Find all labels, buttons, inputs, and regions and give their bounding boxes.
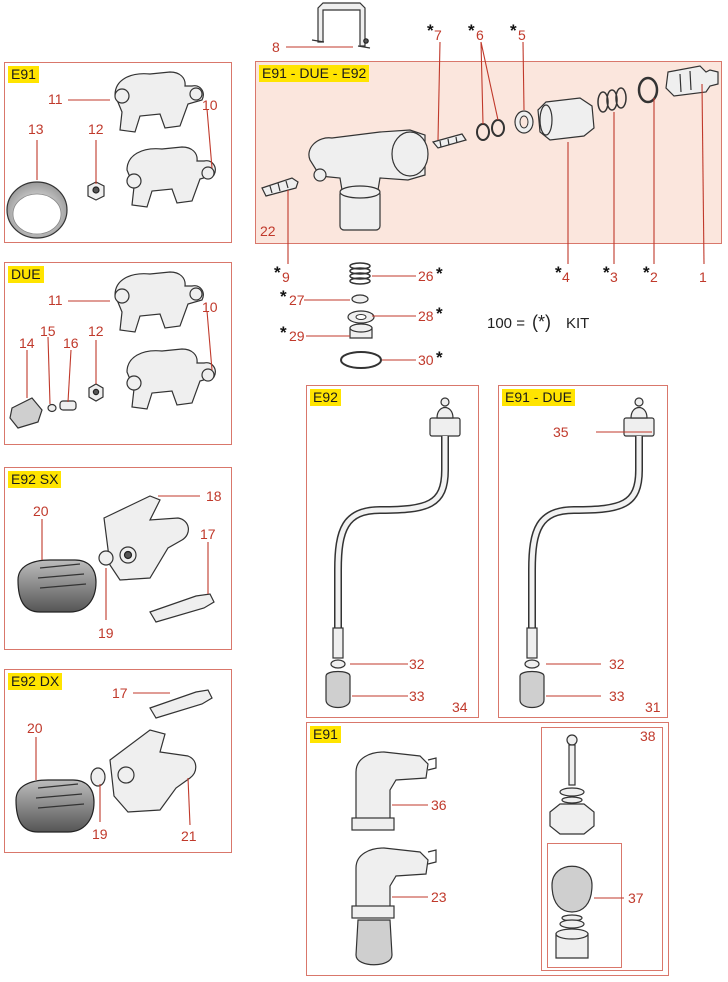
part-number-20: 20 <box>27 720 43 736</box>
group-head-part <box>126 348 216 410</box>
kit-star: * <box>280 287 287 306</box>
part-number-8: 8 <box>272 39 280 55</box>
group-head-part <box>114 271 204 333</box>
part-number-19: 19 <box>92 826 108 842</box>
kit-star: * <box>468 21 475 40</box>
panel-tag: E91 - DUE - E92 <box>259 65 370 82</box>
part-number-3: 3 <box>610 269 618 285</box>
valve-body-part <box>308 129 429 231</box>
part-number-26: 26 <box>418 268 434 284</box>
panel-tag: E92 DX <box>8 673 63 690</box>
part-number-37: 37 <box>628 890 644 906</box>
part-number-14: 14 <box>19 335 35 351</box>
part-number-33: 33 <box>409 688 425 704</box>
part-number-36: 36 <box>431 797 447 813</box>
kit-star: * <box>603 263 610 282</box>
group-head-part <box>126 146 216 208</box>
kit-star: * <box>643 263 650 282</box>
panel-tag: DUE <box>8 266 44 283</box>
pin-part <box>47 383 104 413</box>
part-number-17: 17 <box>200 526 216 542</box>
handle-part <box>15 779 95 833</box>
part-number-16: 16 <box>63 335 79 351</box>
valve-kit-part <box>549 734 595 959</box>
nut-part <box>87 181 105 201</box>
part-number-7: 7 <box>434 27 442 43</box>
group-head-part <box>114 71 204 133</box>
part-number-13: 13 <box>28 121 44 137</box>
part-number-20: 20 <box>33 503 49 519</box>
spring-part <box>597 76 659 113</box>
part-number-29: 29 <box>289 328 305 344</box>
part-number-2: 2 <box>650 269 658 285</box>
ball-part <box>6 181 68 239</box>
kit-star: * <box>436 348 443 367</box>
kit-star: * <box>436 304 443 323</box>
part-number-27: 27 <box>289 292 305 308</box>
part-number-38: 38 <box>640 728 656 744</box>
kit-star: * <box>280 323 287 342</box>
part-number-19: 19 <box>98 625 114 641</box>
part-number-32: 32 <box>409 656 425 672</box>
screw-part <box>261 177 299 197</box>
group-head-part <box>90 729 197 813</box>
part-number-4: 4 <box>562 269 570 285</box>
part-number-5: 5 <box>518 27 526 43</box>
part-number-12: 12 <box>88 121 104 137</box>
part-number-28: 28 <box>418 308 434 324</box>
panel-tag: E91 - DUE <box>502 389 575 406</box>
panel-tag: E91 <box>310 726 341 743</box>
part-number-9: 9 <box>282 269 290 285</box>
kit-stack-part <box>340 262 382 369</box>
part-number-10: 10 <box>202 97 218 113</box>
part-number-11: 11 <box>48 91 63 107</box>
kit-star: * <box>555 263 562 282</box>
elbow-part <box>351 751 437 831</box>
pipe-part <box>325 397 461 709</box>
group-head-part <box>98 495 189 581</box>
kit-star: * <box>510 21 517 40</box>
part-number-34: 34 <box>452 699 468 715</box>
pipe-part <box>519 397 655 709</box>
panel-tag: E91 <box>8 66 39 83</box>
kit-legend-number: 100 = <box>487 315 525 332</box>
part-number-12: 12 <box>88 323 104 339</box>
pin-part <box>149 593 215 623</box>
knob-part <box>9 397 43 429</box>
panel-tag: E92 <box>310 389 341 406</box>
kit-star: * <box>274 263 281 282</box>
kit-star: * <box>427 21 434 40</box>
kit-legend-word: KIT <box>566 315 589 332</box>
kit-legend-symbol: (*) <box>532 312 551 332</box>
part-number-21: 21 <box>181 828 197 844</box>
part-number-15: 15 <box>40 323 56 339</box>
part-number-31: 31 <box>645 699 661 715</box>
oring-part <box>476 110 534 141</box>
part-number-11: 11 <box>48 292 63 308</box>
pin-part <box>149 689 213 719</box>
panel-tag: E92 SX <box>8 471 62 488</box>
part-number-35: 35 <box>553 424 569 440</box>
kit-star: * <box>436 264 443 283</box>
part-number-18: 18 <box>206 488 222 504</box>
spindle-part <box>431 133 467 149</box>
part-number-33: 33 <box>609 688 625 704</box>
part-number-32: 32 <box>609 656 625 672</box>
part-number-23: 23 <box>431 889 447 905</box>
leader-lines <box>26 41 705 899</box>
part-number-30: 30 <box>418 352 434 368</box>
part-number-1: 1 <box>699 269 707 285</box>
part-number-17: 17 <box>112 685 128 701</box>
part-number-22: 22 <box>260 223 276 239</box>
part-number-10: 10 <box>202 299 218 315</box>
handle-part <box>17 559 97 613</box>
fitting-part <box>665 65 719 97</box>
nut-part <box>537 97 595 141</box>
elbow-part <box>351 847 437 966</box>
bracket-part <box>311 2 371 49</box>
part-number-6: 6 <box>476 27 484 43</box>
